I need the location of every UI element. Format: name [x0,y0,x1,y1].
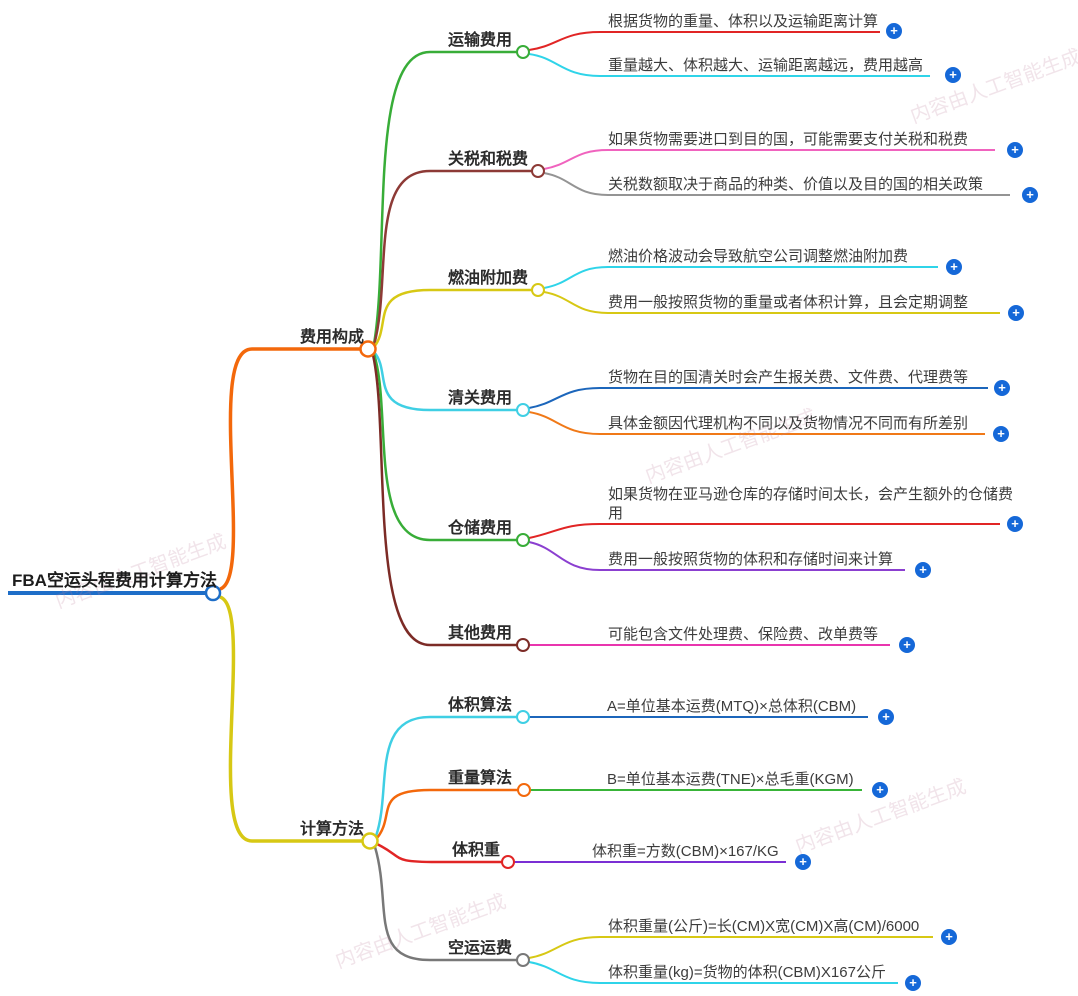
leaf-line [528,387,988,409]
sub-branch-node-label-volume-algo[interactable]: 体积算法 [448,697,513,714]
leaf-node-text[interactable]: 体积重量(公斤)=长(CM)X宽(CM)X高(CM)/6000 [608,918,920,935]
leaf-line [528,523,1000,539]
branch-curve-method [219,595,363,843]
sub-branch-node-label-fuel[interactable]: 燃油附加费 [448,270,529,287]
leaf-line [543,291,1000,314]
leaf-node-text[interactable]: 费用一般按照货物的体积和存储时间来计算 [608,551,894,568]
expand-icon[interactable]: + [1022,187,1038,203]
leaf-node-text[interactable]: 费用一般按照货物的重量或者体积计算，且会定期调整 [608,294,969,311]
leaf-line [528,411,985,435]
branch-curve-airfreight [373,846,517,962]
leaf-line [528,961,898,984]
expand-icon[interactable]: + [993,426,1009,442]
node-circle[interactable] [516,953,530,967]
leaf-node-text[interactable]: 货物在目的国清关时会产生报关费、文件费、代理费等 [608,369,969,386]
node-circle[interactable] [359,340,377,358]
leaf-node-text[interactable]: 可能包含文件处理费、保险费、改单费等 [608,626,879,643]
leaf-line [528,541,905,571]
expand-icon[interactable]: + [886,23,902,39]
node-circle[interactable] [516,710,530,724]
node-circle[interactable] [531,164,545,178]
sub-branch-node-label-other[interactable]: 其他费用 [448,625,513,642]
expand-icon[interactable]: + [945,67,961,83]
leaf-line [528,31,880,51]
branch-curve-customs [373,351,517,412]
branch-node-label-method[interactable]: 计算方法 [300,821,365,838]
expand-icon[interactable]: + [905,975,921,991]
sub-branch-node-label-volweight[interactable]: 体积重 [452,842,501,859]
node-circle[interactable] [361,832,379,850]
expand-icon[interactable]: + [795,854,811,870]
leaf-node-text[interactable]: B=单位基本运费(TNE)×总毛重(KGM) [607,771,854,788]
node-circle[interactable] [517,783,531,797]
branch-curve-tariff [372,169,532,346]
node-circle[interactable] [516,45,530,59]
leaf-node-text[interactable]: 重量越大、体积越大、运输距离越远，费用越高 [608,57,924,74]
leaf-node-text[interactable]: 具体金额因代理机构不同以及货物情况不同而有所差别 [608,415,969,432]
node-circle[interactable] [531,283,545,297]
node-circle[interactable] [204,584,222,602]
expand-icon[interactable]: + [1007,516,1023,532]
leaf-node-text[interactable]: 如果货物在亚马逊仓库的存储时间太长，会产生额外的仓储费用 [608,486,1014,522]
leaf-node-text[interactable]: 关税数额取决于商品的种类、价值以及目的国的相关政策 [608,176,984,193]
sub-branch-node-label-airfreight[interactable]: 空运运费 [448,940,513,957]
expand-icon[interactable]: + [994,380,1010,396]
expand-icon[interactable]: + [872,782,888,798]
branch-curve-volume-algo [374,715,517,837]
expand-icon[interactable]: + [941,929,957,945]
leaf-node-text[interactable]: 如果货物需要进口到目的国，可能需要支付关税和税费 [608,131,969,148]
branch-curve-storage [372,353,517,542]
leaf-node-text[interactable]: 根据货物的重量、体积以及运输距离计算 [608,13,879,30]
leaf-node-text[interactable]: 燃油价格波动会导致航空公司调整燃油附加费 [608,248,909,265]
leaf-node-text[interactable]: 体积重量(kg)=货物的体积(CBM)X167公斤 [608,964,886,981]
leaf-line [528,936,933,959]
sub-branch-node-label-tariff[interactable]: 关税和税费 [448,151,529,168]
expand-icon[interactable]: + [1007,142,1023,158]
sub-branch-node-label-weight-algo[interactable]: 重量算法 [448,770,513,787]
branch-curve-weight-algo [376,788,518,839]
node-circle[interactable] [516,638,530,652]
branch-curve-transport [372,50,517,345]
leaf-node-text[interactable]: 体积重=方数(CBM)×167/KG [592,843,779,860]
branch-curve-volweight [376,842,502,864]
sub-branch-node-label-storage[interactable]: 仓储费用 [448,520,513,537]
expand-icon[interactable]: + [915,562,931,578]
leaf-line [528,53,930,77]
branch-curve-cost [219,347,361,591]
node-circle[interactable] [516,533,530,547]
node-circle[interactable] [501,855,515,869]
leaf-node-text[interactable]: A=单位基本运费(MTQ)×总体积(CBM) [607,698,857,715]
leaf-line [543,172,1010,196]
expand-icon[interactable]: + [899,637,915,653]
leaf-line [543,149,995,170]
branch-curve-fuel [373,288,532,348]
branch-node-label-cost[interactable]: 费用构成 [300,329,365,346]
root-node-label[interactable]: FBA空运头程费用计算方法 [12,571,217,590]
sub-branch-node-label-transport[interactable]: 运输费用 [448,32,513,49]
expand-icon[interactable]: + [1008,305,1024,321]
branch-curve-other [371,354,517,647]
sub-branch-node-label-customs[interactable]: 清关费用 [448,390,513,407]
expand-icon[interactable]: + [878,709,894,725]
expand-icon[interactable]: + [946,259,962,275]
leaf-line [543,266,938,289]
node-circle[interactable] [516,403,530,417]
